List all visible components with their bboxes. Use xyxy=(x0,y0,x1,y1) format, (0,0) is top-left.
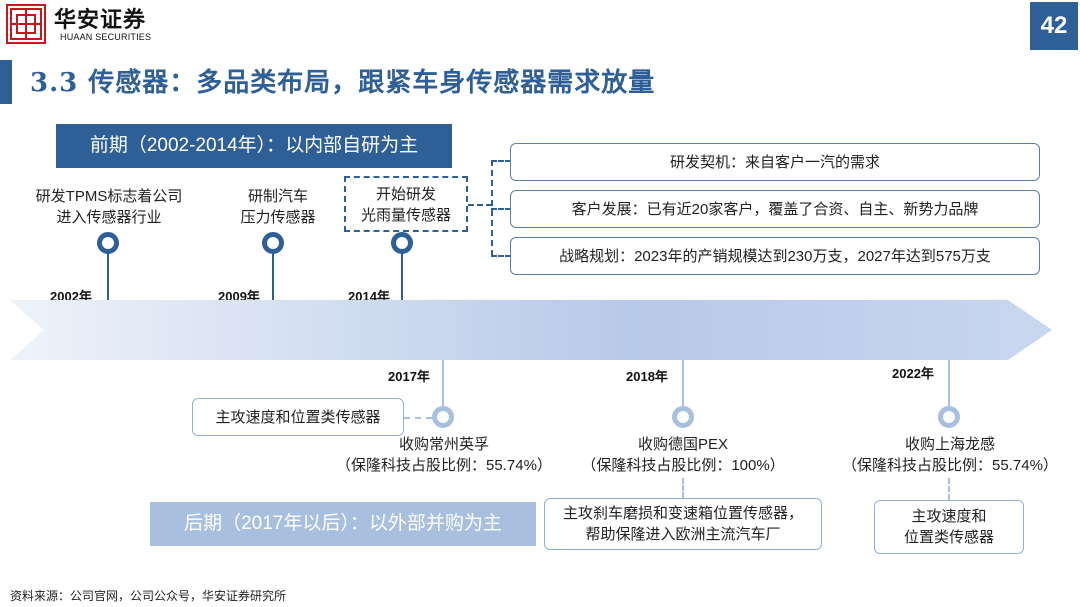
timeline-arrow xyxy=(10,300,1052,360)
event-2014-box: 开始研发 光雨量传感器 xyxy=(344,176,468,232)
marker-dot-2002 xyxy=(97,232,119,254)
marker-dot-2022 xyxy=(938,406,960,428)
page-title: 3.3 传感器：多品类布局，跟紧车身传感器需求放量 xyxy=(30,68,656,98)
event-2017-line2: （保隆科技占股比例：55.74%） xyxy=(336,457,552,474)
event-2018-line1: 收购德国PEX xyxy=(637,436,728,453)
phase-early-label: 前期（2002-2014年）：以内部自研为主 xyxy=(56,124,452,168)
marker-line-2017 xyxy=(442,360,444,410)
year-label-2018: 2018年 xyxy=(626,369,668,384)
connector-2014-bottom xyxy=(491,255,511,257)
event-2018-line2: （保隆科技占股比例：100%） xyxy=(581,457,785,474)
connector-2014-horizontal xyxy=(468,204,492,206)
event-2009-line2: 压力传感器 xyxy=(240,209,316,226)
logo-text-cn: 华安证券 xyxy=(54,7,147,33)
event-2014-line2: 光雨量传感器 xyxy=(360,207,451,224)
marker-line-2014 xyxy=(401,244,403,300)
marker-line-2018 xyxy=(682,360,684,410)
event-2022-line1: 收购上海龙感 xyxy=(904,436,995,453)
event-2022-text: 收购上海龙感 （保隆科技占股比例：55.74%） xyxy=(842,434,1058,476)
event-2017-line1: 收购常州英孚 xyxy=(398,436,489,453)
marker-dot-2018 xyxy=(672,406,694,428)
note-box-2022: 主攻速度和 位置类传感器 xyxy=(874,500,1024,554)
event-2002-line2: 进入传感器行业 xyxy=(56,209,162,226)
note-2018-line2: 帮助保隆进入欧洲主流汽车厂 xyxy=(585,526,781,543)
event-2022-line2: （保隆科技占股比例：55.74%） xyxy=(842,457,1058,474)
event-2002-text: 研发TPMS标志着公司 进入传感器行业 xyxy=(30,186,188,228)
note-2018-line1: 主攻刹车磨损和变速箱位置传感器， xyxy=(562,505,803,522)
marker-dot-2009 xyxy=(262,232,284,254)
note-box-2018: 主攻刹车磨损和变速箱位置传感器， 帮助保隆进入欧洲主流汽车厂 xyxy=(544,498,822,550)
event-2009-line1: 研制汽车 xyxy=(247,188,308,205)
marker-dot-2014 xyxy=(391,232,413,254)
note-box-2017: 主攻速度和位置类传感器 xyxy=(192,398,404,436)
year-label-2017: 2017年 xyxy=(388,369,430,384)
connector-2018 xyxy=(682,478,684,498)
detail-box-opportunity: 研发契机：来自客户一汽的需求 xyxy=(510,143,1040,181)
title-accent-bar xyxy=(0,60,12,104)
logo-text-en: HUAAN SECURITIES xyxy=(60,32,152,42)
marker-dot-2017 xyxy=(432,406,454,428)
logo-icon xyxy=(6,4,46,44)
event-2017-text: 收购常州英孚 （保隆科技占股比例：55.74%） xyxy=(336,434,552,476)
connector-2017 xyxy=(404,417,432,419)
event-2014-line1: 开始研发 xyxy=(375,186,436,203)
marker-line-2009 xyxy=(272,244,274,300)
connector-2022 xyxy=(948,478,950,500)
detail-box-strategy: 战略规划：2023年的产销规模达到230万支，2027年达到575万支 xyxy=(510,237,1040,275)
marker-line-2022 xyxy=(948,360,950,410)
page-number: 42 xyxy=(1030,2,1078,50)
connector-2014-top xyxy=(491,160,511,162)
note-2022-line1: 主攻速度和 xyxy=(911,508,987,525)
event-2002-line1: 研发TPMS标志着公司 xyxy=(35,188,183,205)
marker-line-2002 xyxy=(107,244,109,300)
phase-late-label: 后期（2017年以后）：以外部并购为主 xyxy=(150,502,536,546)
source-note: 资料来源：公司官网，公司公众号，华安证券研究所 xyxy=(10,589,287,603)
detail-box-customers: 客户发展：已有近20家客户，覆盖了合资、自主、新势力品牌 xyxy=(510,190,1040,228)
note-2022-line2: 位置类传感器 xyxy=(903,529,994,546)
connector-2014-mid xyxy=(491,208,511,210)
event-2009-text: 研制汽车 压力传感器 xyxy=(222,186,334,228)
year-label-2022: 2022年 xyxy=(892,366,934,381)
event-2018-text: 收购德国PEX （保隆科技占股比例：100%） xyxy=(576,434,790,476)
